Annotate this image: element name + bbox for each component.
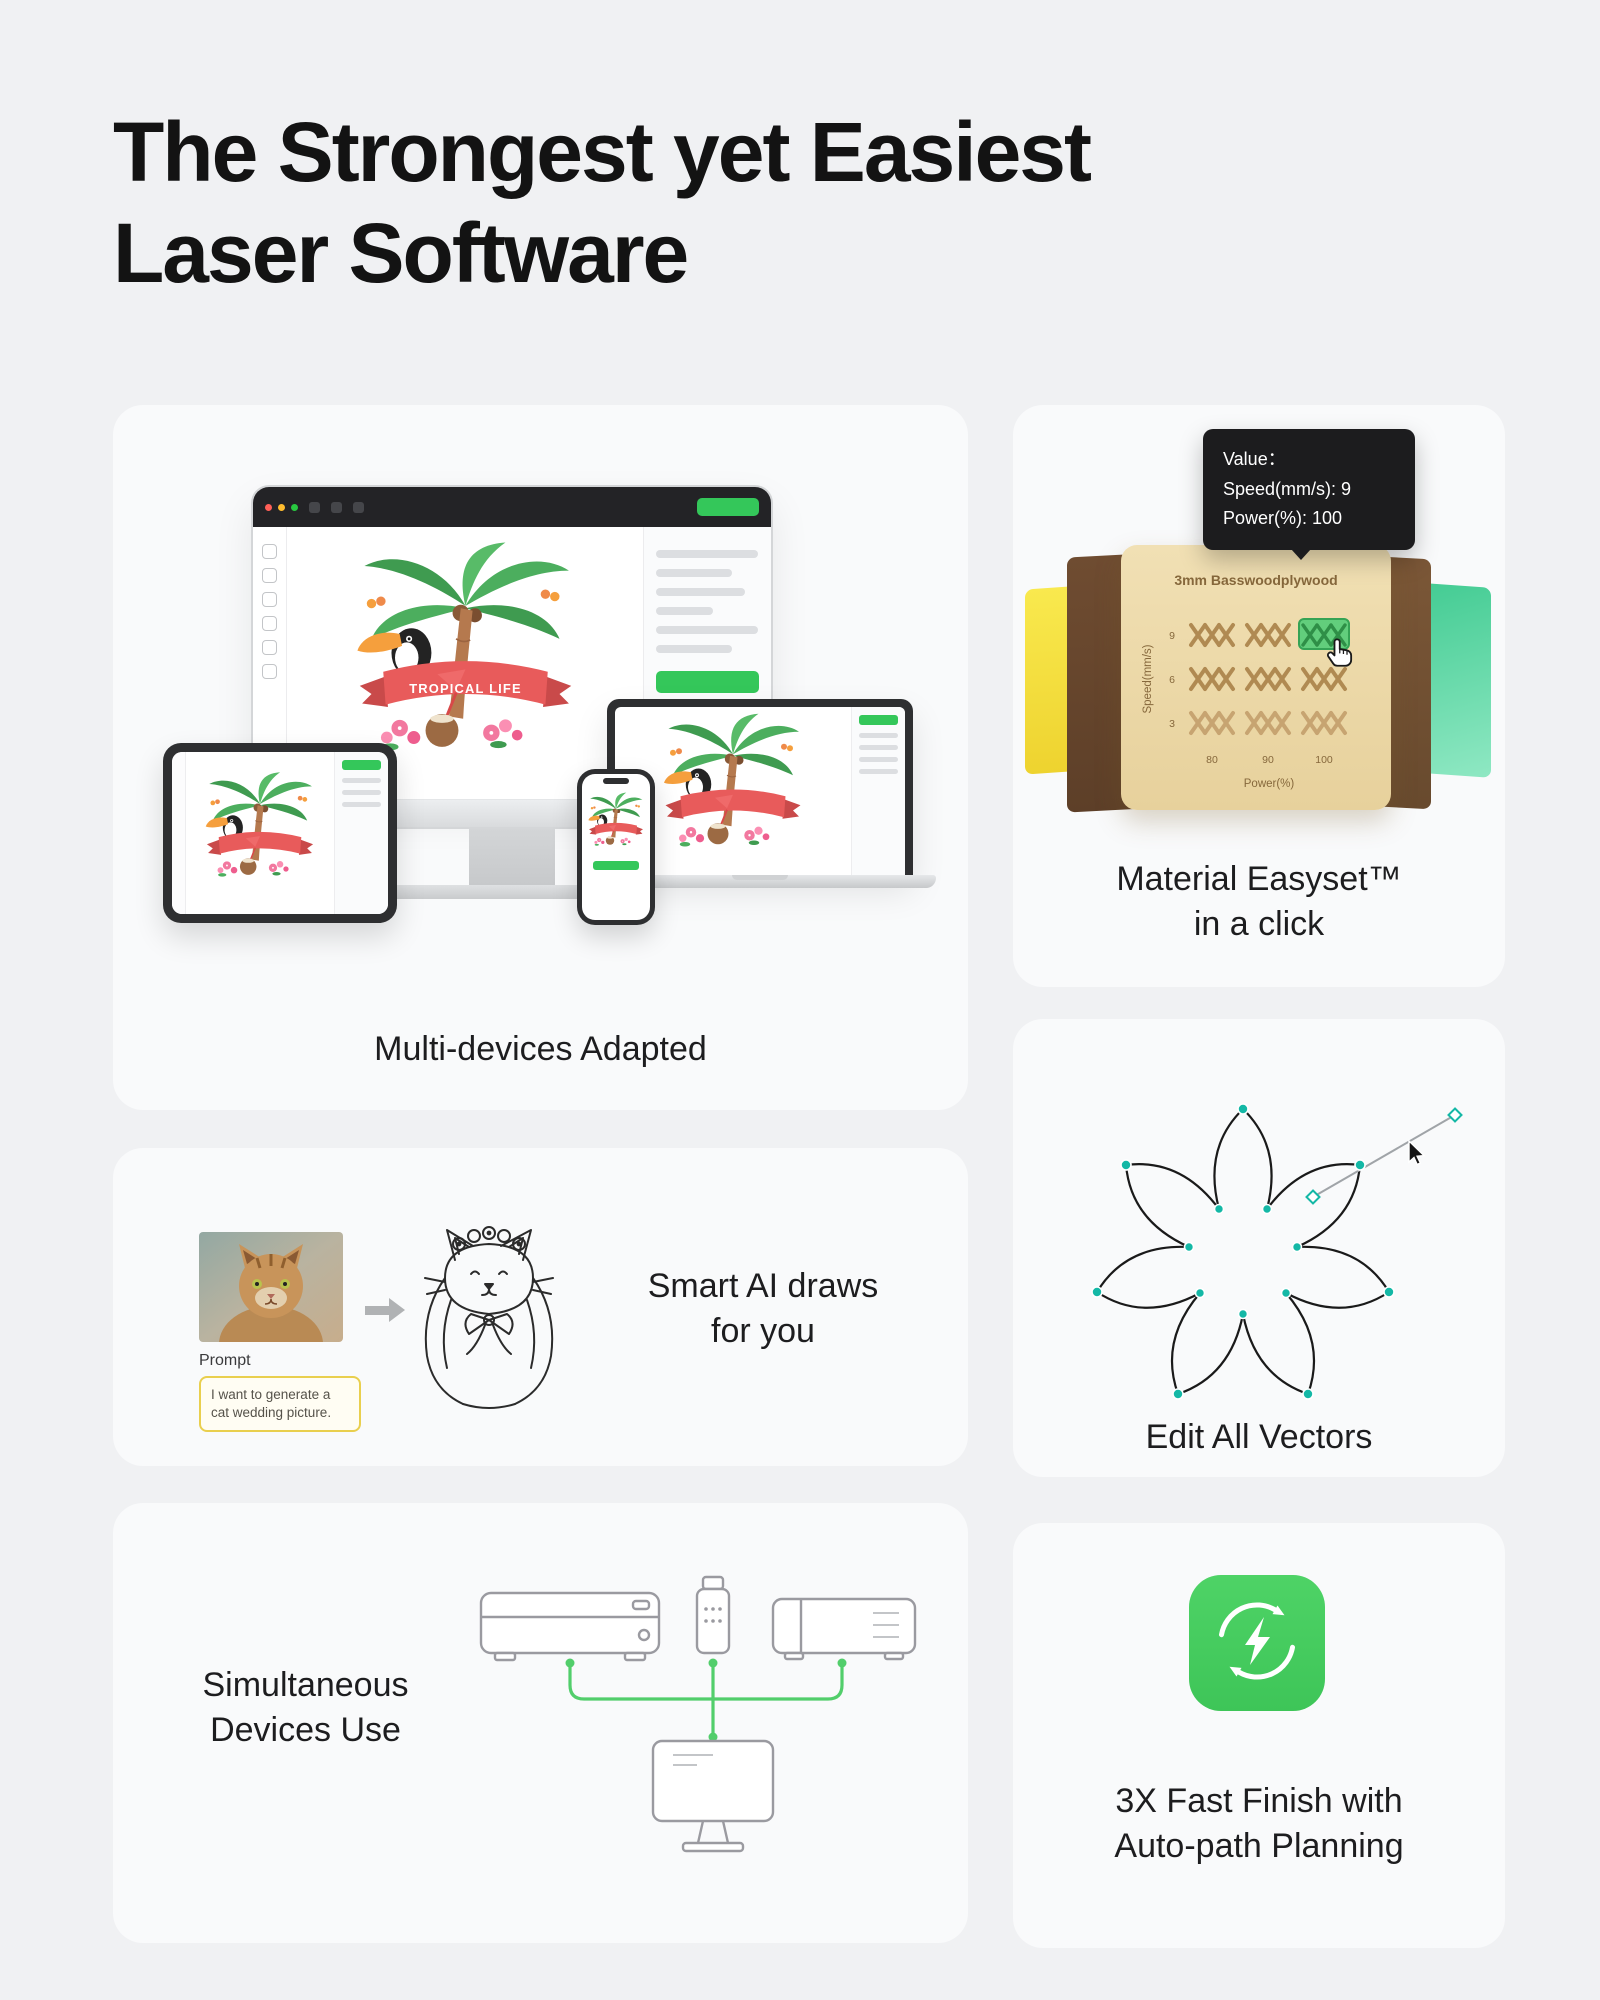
lightning-bolt-icon bbox=[1245, 1617, 1270, 1665]
tropical-illustration: TROPICAL LIFE bbox=[348, 540, 583, 787]
device-network-illustration bbox=[479, 1575, 917, 1853]
process-button bbox=[656, 671, 759, 693]
handle-endpoint bbox=[1447, 1107, 1463, 1123]
page-title-line2: Laser Software bbox=[113, 205, 689, 300]
card-caption: Multi-devices Adapted bbox=[374, 1030, 707, 1068]
page-title: The Strongest yet Easiest Laser Software bbox=[113, 102, 1092, 304]
tablet-canvas bbox=[186, 752, 334, 914]
green-connectors bbox=[565, 1658, 847, 1742]
power-tick: 90 bbox=[1262, 754, 1274, 766]
tablet-screen bbox=[172, 752, 388, 914]
mini-process-button bbox=[593, 861, 639, 870]
card-simultaneous-devices: Simultaneous Devices Use bbox=[113, 1503, 968, 1943]
tooltip-speed: Speed(mm/s): 9 bbox=[1223, 478, 1352, 499]
laser-machine-icon bbox=[479, 1591, 661, 1662]
anchor-points bbox=[1091, 1103, 1395, 1400]
power-tick: 80 bbox=[1206, 754, 1218, 766]
auto-path-icon bbox=[1189, 1575, 1325, 1711]
flower-vector-path bbox=[1095, 1107, 1391, 1396]
arrow-right-icon bbox=[365, 1298, 405, 1322]
value-tooltip: Value： Speed(mm/s): 9 Power(%): 100 bbox=[1203, 429, 1415, 561]
prompt-input[interactable]: I want to generate a cat wedding picture… bbox=[199, 1376, 361, 1433]
card-edit-vectors: Edit All Vectors bbox=[1013, 1019, 1505, 1477]
phone-notch bbox=[603, 778, 629, 784]
mini-process-button bbox=[342, 760, 381, 770]
module-dots bbox=[704, 1607, 722, 1623]
laptop-screen bbox=[607, 699, 913, 875]
prompt-label: Prompt bbox=[199, 1352, 251, 1369]
tropical-illustration-small bbox=[586, 792, 646, 855]
toolbar-glyph-icon bbox=[309, 501, 320, 513]
card-fast-finish: 3X Fast Finish with Auto-path Planning bbox=[1013, 1523, 1505, 1948]
card-caption: 3X Fast Finish with Auto-path Planning bbox=[1114, 1782, 1404, 1865]
card-caption: Smart AI draws for you bbox=[647, 1267, 879, 1350]
computer-icon bbox=[651, 1739, 775, 1853]
laser-box-icon bbox=[771, 1597, 917, 1661]
cat-photo bbox=[199, 1232, 343, 1342]
y-axis-label: Speed(mm/s) bbox=[1142, 644, 1154, 713]
board-material-name: 3mm Basswoodplywood bbox=[1174, 572, 1337, 588]
laptop-panel bbox=[851, 707, 905, 875]
window-close-icon bbox=[265, 503, 272, 511]
tangent-handle-line bbox=[1312, 1114, 1456, 1198]
tropical-illustration-small bbox=[658, 712, 808, 870]
phone-mockup bbox=[577, 769, 655, 925]
window-zoom-icon bbox=[291, 503, 298, 511]
speed-tick: 6 bbox=[1169, 674, 1175, 686]
x-axis-label: Power(%) bbox=[1244, 778, 1295, 790]
laptop-mockup bbox=[584, 699, 936, 888]
card-caption: Simultaneous Devices Use bbox=[202, 1666, 409, 1749]
toolbar-glyph-icon bbox=[331, 501, 342, 513]
card-multi-devices: TROPICAL LIFE bbox=[113, 405, 968, 1110]
material-test-board: 3mm Basswoodplywood Speed(mm/s) 9 6 3 bbox=[1121, 545, 1391, 810]
tooltip-notch bbox=[1291, 549, 1311, 561]
card-caption: Material Easyset™ in a click bbox=[1116, 860, 1402, 943]
card-caption: Edit All Vectors bbox=[1145, 1418, 1373, 1456]
tropical-illustration-small bbox=[201, 771, 319, 895]
banner-text: TROPICAL LIFE bbox=[409, 680, 522, 695]
page-title-line1: The Strongest yet Easiest bbox=[113, 105, 1092, 199]
vector-editing-illustration bbox=[1091, 1103, 1463, 1400]
laser-module-icon bbox=[695, 1575, 731, 1655]
speed-tick: 3 bbox=[1169, 718, 1175, 730]
mouse-cursor-icon bbox=[1408, 1139, 1426, 1166]
tablet-tool-rail bbox=[172, 752, 186, 914]
card-material-easyset: 3mm Basswoodplywood Speed(mm/s) 9 6 3 bbox=[1013, 405, 1505, 987]
app-titlebar bbox=[253, 487, 771, 527]
tablet-panel bbox=[334, 752, 388, 914]
tooltip-title: Value： bbox=[1223, 449, 1286, 469]
phone-screen bbox=[582, 774, 650, 920]
speed-tick: 9 bbox=[1169, 630, 1175, 642]
laptop-base bbox=[584, 875, 936, 888]
mini-process-button bbox=[859, 715, 898, 725]
cat-line-drawing bbox=[411, 1204, 567, 1412]
engrave-test-grid bbox=[1189, 618, 1350, 735]
framing-button bbox=[697, 498, 759, 516]
card-smart-ai: Prompt I want to generate a cat wedding … bbox=[113, 1148, 968, 1466]
window-minimize-icon bbox=[278, 503, 285, 511]
tool-rail bbox=[253, 527, 287, 799]
hand-cursor-icon bbox=[1326, 638, 1353, 667]
handle-endpoint bbox=[1305, 1189, 1321, 1205]
toolbar-glyph-icon bbox=[353, 501, 364, 513]
monitor-stand bbox=[469, 829, 555, 885]
power-tick: 100 bbox=[1315, 754, 1333, 766]
tablet-mockup bbox=[163, 743, 397, 923]
tooltip-power: Power(%): 100 bbox=[1223, 508, 1343, 529]
